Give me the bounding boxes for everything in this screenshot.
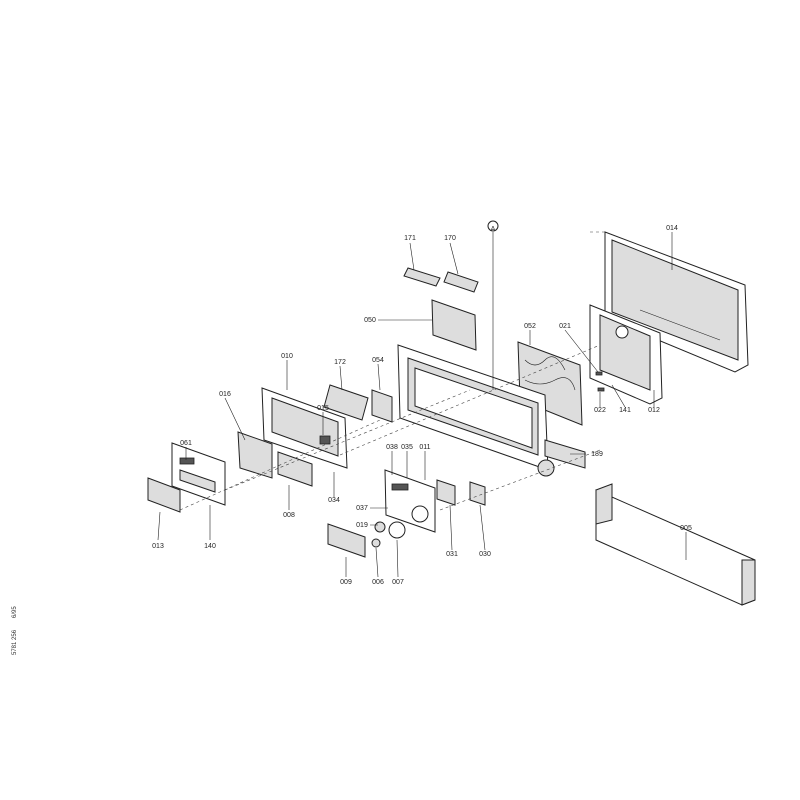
part-011-control-module <box>384 469 436 533</box>
drawing-date: 6/95 <box>12 606 18 618</box>
part-label-141: 141 <box>619 407 631 414</box>
part-008-cover <box>277 451 313 487</box>
part-main-frame <box>397 344 555 477</box>
part-label-A: A <box>491 226 496 233</box>
part-label-013: 013 <box>152 543 164 550</box>
part-006-washer <box>371 538 381 548</box>
part-label-189: 189 <box>591 451 603 458</box>
part-007-ring <box>388 521 406 539</box>
part-label-007: 007 <box>392 579 404 586</box>
part-label-012: 012 <box>648 407 660 414</box>
part-030-potentiometer <box>469 481 486 506</box>
part-label-008: 008 <box>283 512 295 519</box>
part-label-038: 038 <box>386 444 398 451</box>
part-label-015: 015 <box>317 405 329 412</box>
part-013-cover <box>147 477 181 513</box>
part-label-019: 019 <box>356 522 368 529</box>
part-label-170: 170 <box>444 235 456 242</box>
part-label-010: 010 <box>281 353 293 360</box>
part-172-ribbon <box>323 384 369 421</box>
drawing-number: 5781 256 <box>12 629 18 655</box>
part-012-bracket <box>589 304 663 405</box>
part-label-022: 022 <box>594 407 606 414</box>
part-label-052: 052 <box>524 323 536 330</box>
part-171-ribbon <box>403 267 441 287</box>
part-label-171: 171 <box>404 235 416 242</box>
part-label-031: 031 <box>446 551 458 558</box>
part-009-cover <box>327 523 366 558</box>
part-019-nut <box>374 521 386 533</box>
part-054-connector <box>371 389 393 423</box>
part-170-ribbon <box>443 271 479 293</box>
part-label-035: 035 <box>401 444 413 451</box>
part-label-016: 016 <box>219 391 231 398</box>
part-061-front-panel <box>171 442 226 506</box>
reference-marker-a <box>487 220 499 232</box>
part-label-021: 021 <box>559 323 571 330</box>
part-022-screws <box>595 371 605 392</box>
part-label-009: 009 <box>340 579 352 586</box>
part-label-061: 061 <box>180 440 192 447</box>
part-label-006: 006 <box>372 579 384 586</box>
part-label-014: 014 <box>666 225 678 232</box>
part-016-plate <box>237 431 273 479</box>
side-note: 5781 256 6/95 <box>12 606 18 655</box>
part-label-037: 037 <box>356 505 368 512</box>
part-005-base <box>595 483 756 606</box>
part-010-housing <box>261 387 348 469</box>
part-label-030: 030 <box>479 551 491 558</box>
part-label-054: 054 <box>372 357 384 364</box>
part-label-050: 050 <box>364 317 376 324</box>
part-label-011: 011 <box>419 444 430 451</box>
part-189-terminals <box>544 439 586 469</box>
part-031-switch <box>436 479 456 506</box>
part-label-034: 034 <box>328 497 340 504</box>
part-label-140: 140 <box>204 543 216 550</box>
part-014-rear-cover <box>604 231 749 373</box>
part-label-172: 172 <box>334 359 346 366</box>
part-050-board <box>431 299 477 351</box>
part-label-005: 005 <box>680 525 692 532</box>
